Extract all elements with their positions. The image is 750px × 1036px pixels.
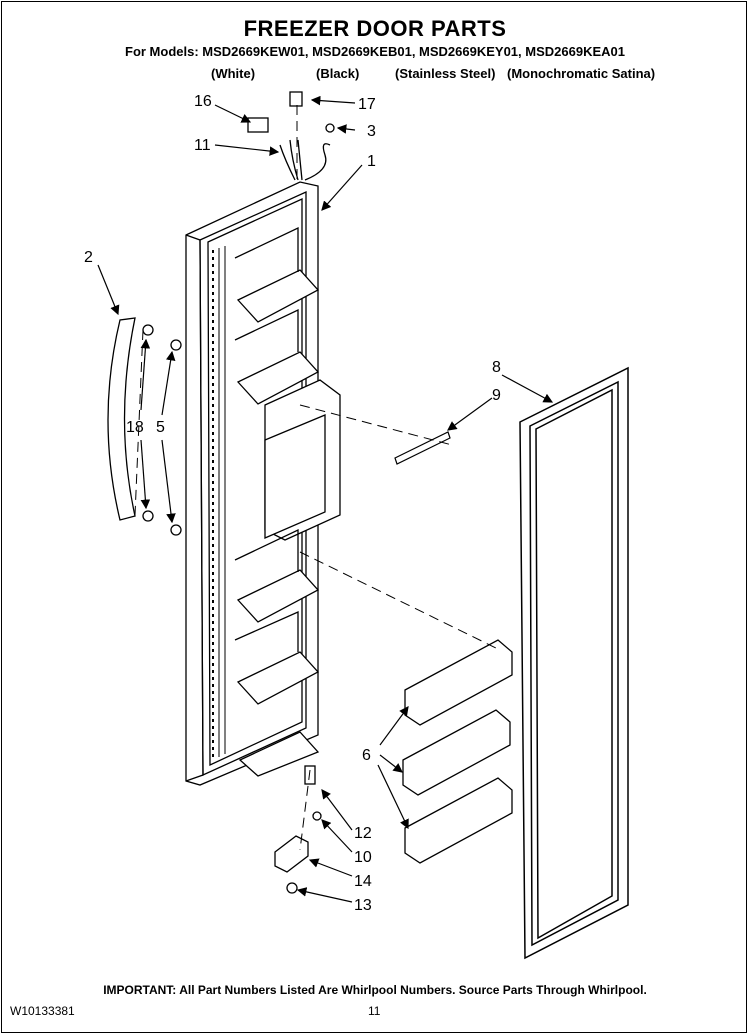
door-bins (402, 639, 513, 864)
door-gasket (519, 366, 629, 960)
document-number: W10133381 (10, 1004, 75, 1018)
callout-12: 12 (354, 825, 372, 842)
callout-6: 6 (362, 747, 371, 764)
page-title: FREEZER DOOR PARTS (243, 16, 507, 41)
callout-16: 16 (194, 93, 212, 110)
door-handle (107, 317, 182, 536)
callout-8: 8 (492, 359, 501, 376)
callout-2: 2 (84, 249, 93, 266)
callout-18: 18 (126, 419, 144, 436)
callout-9: 9 (492, 387, 501, 404)
page-number: 11 (368, 1004, 381, 1018)
callout-3: 3 (367, 123, 376, 140)
dispenser-trim-strip (394, 431, 451, 465)
variant-satina: (Monochromatic Satina) (507, 66, 656, 81)
hinge-parts (274, 765, 322, 894)
callout-5: 5 (156, 419, 165, 436)
wiring-harness (247, 91, 335, 181)
variant-stainless: (Stainless Steel) (395, 66, 496, 81)
variant-black: (Black) (316, 66, 360, 81)
callout-13: 13 (354, 897, 372, 914)
models-line: For Models: MSD2669KEW01, MSD2669KEB01, … (125, 44, 625, 59)
callout-14: 14 (354, 873, 372, 890)
freezer-door (185, 181, 341, 786)
variant-white: (White) (211, 66, 256, 81)
callout-1: 1 (367, 153, 376, 170)
important-notice: IMPORTANT: All Part Numbers Listed Are W… (103, 983, 647, 997)
callout-11: 11 (194, 137, 211, 154)
callout-17: 17 (358, 96, 376, 113)
callout-10: 10 (354, 849, 372, 866)
